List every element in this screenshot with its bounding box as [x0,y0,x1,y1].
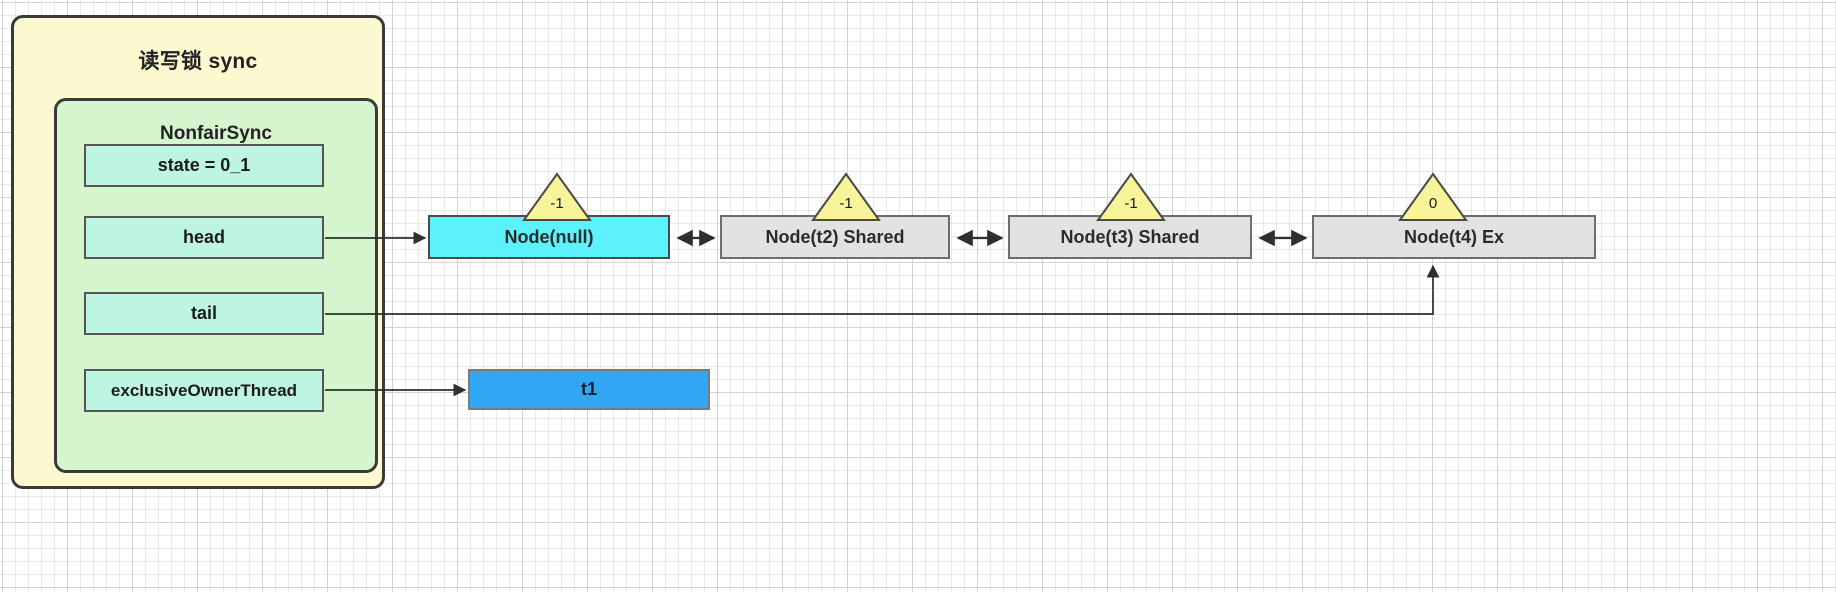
triangle-icon [1096,172,1166,221]
field-head-label: head [182,227,225,247]
triangle-icon [811,172,881,221]
field-state-label: state = 0_1 [157,155,251,175]
field-exclusive-owner-thread-label: exclusiveOwnerThread [110,380,298,400]
field-tail-label: tail [190,303,217,323]
wait-status-t2-value: -1 [839,195,853,212]
queue-node-t4-label: Node(t4) Ex [1403,226,1504,247]
queue-node-t4: Node(t4) Ex [1312,215,1596,259]
queue-node-head: Node(null) [428,215,670,259]
field-state: state = 0_1 [84,144,324,187]
sync-title: 读写锁 sync [138,50,258,73]
queue-node-t2-label: Node(t2) Shared [765,226,905,247]
wire-tail-to-node-t4 [325,264,1440,315]
wait-status-t3-value: -1 [1124,195,1138,212]
triangle-icon [1398,172,1468,221]
field-tail: tail [84,292,324,335]
queue-node-t3: Node(t3) Shared [1008,215,1252,259]
owner-thread-box: t1 [468,369,710,410]
triangle-icon [522,172,592,221]
owner-thread-label: t1 [580,379,597,399]
wait-status-triangle-t4: 0 [1398,172,1468,222]
wait-status-triangle-t2: -1 [811,172,881,222]
field-head: head [84,216,324,259]
queue-node-head-label: Node(null) [504,226,594,247]
field-exclusive-owner-thread: exclusiveOwnerThread [84,369,324,412]
nonfairsync-title: NonfairSync [160,123,272,144]
queue-node-t3-label: Node(t3) Shared [1060,226,1200,247]
wait-status-triangle-t3: -1 [1096,172,1166,222]
wait-status-t4-value: 0 [1428,195,1438,212]
wait-status-head-value: -1 [550,195,564,212]
wait-status-triangle-head: -1 [522,172,592,222]
